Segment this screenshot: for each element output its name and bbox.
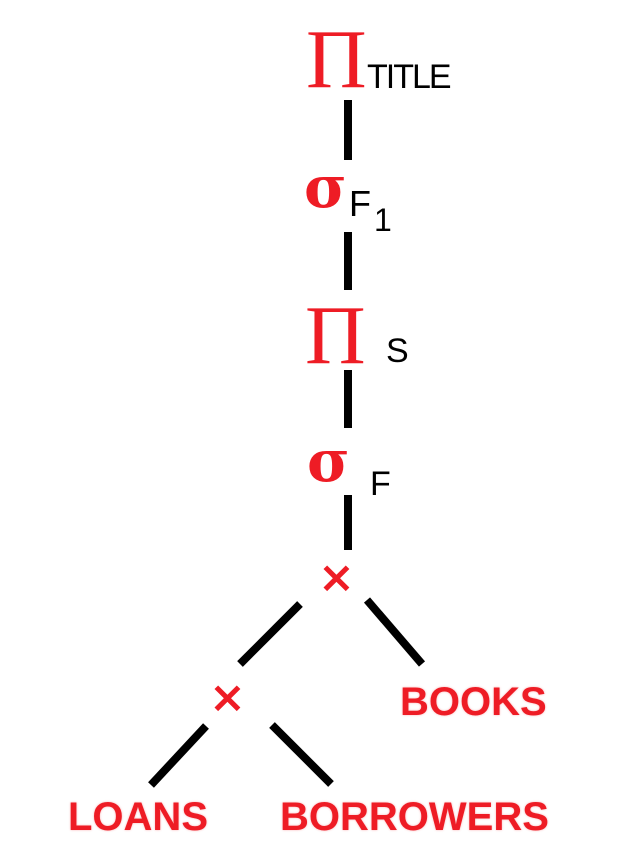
select-f1-subscript-index: 1 bbox=[374, 202, 392, 238]
cross-product-top-symbol: × bbox=[318, 552, 355, 603]
project-title-symbol: Π bbox=[306, 13, 367, 106]
relation-loans: LOANS bbox=[68, 795, 208, 839]
select-f-subscript: F bbox=[370, 465, 391, 503]
select-f1-subscript: F bbox=[349, 183, 371, 224]
edge-cross-top-to-books bbox=[363, 597, 426, 667]
project-s-symbol: Π bbox=[305, 289, 366, 382]
cross-product-bottom-symbol: × bbox=[209, 672, 246, 723]
select-f1-symbol: σ bbox=[304, 153, 347, 221]
relation-books: BOOKS bbox=[400, 680, 547, 724]
select-f-symbol: σ bbox=[307, 427, 350, 495]
project-title-subscript: TITLE bbox=[367, 58, 452, 96]
edge-cross-top-to-cross-bottom bbox=[237, 601, 303, 667]
edge-cross-bottom-to-loans bbox=[148, 723, 209, 788]
edge-cross-bottom-to-borrowers bbox=[269, 722, 334, 787]
project-s-subscript: S bbox=[386, 332, 409, 370]
relation-borrowers: BORROWERS bbox=[280, 795, 549, 839]
